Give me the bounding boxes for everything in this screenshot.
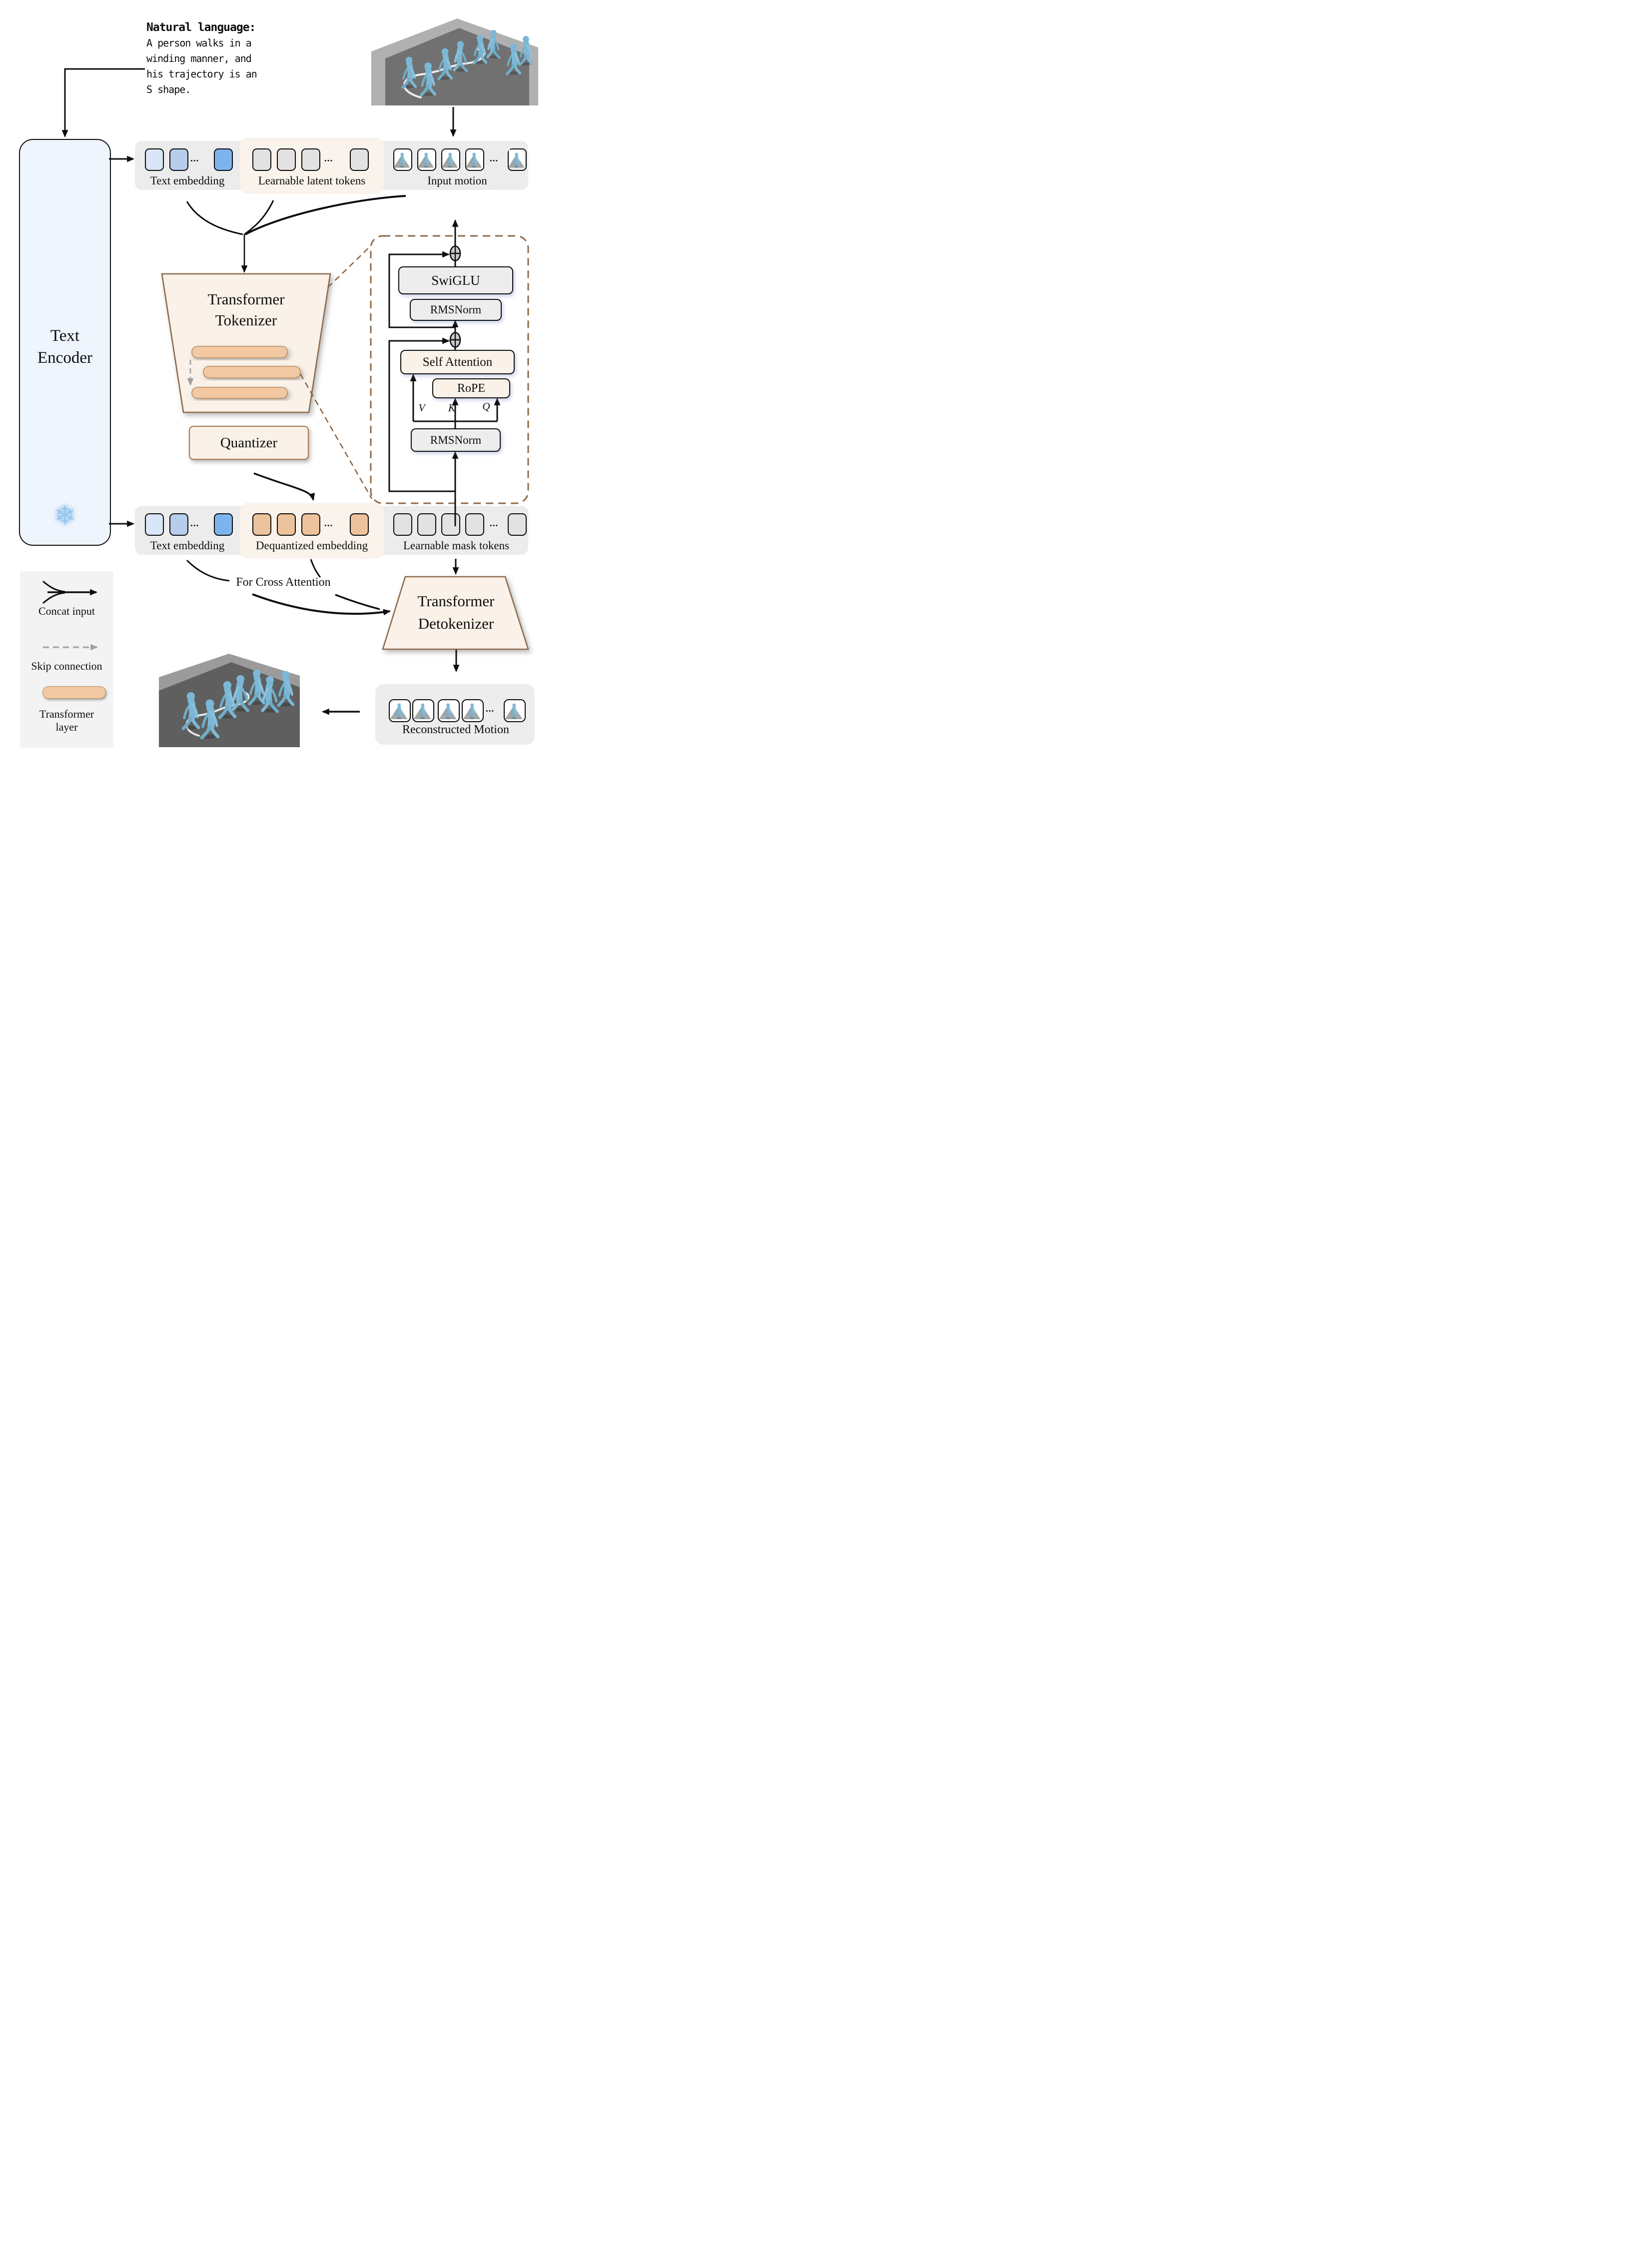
input-motion-scene	[368, 12, 540, 106]
ellipsis: ...	[190, 518, 199, 529]
input-motion-label: Input motion	[427, 174, 487, 187]
concat-curve	[245, 195, 406, 235]
motion-frame-token	[393, 148, 412, 171]
reconstructed-motion-scene	[159, 650, 300, 747]
cross-attention-curve	[310, 559, 321, 578]
tokenizer-title: Transformer Tokenizer	[207, 290, 285, 329]
latent-token	[252, 148, 271, 171]
swiglu-box: SwiGLU	[398, 266, 513, 294]
ellipsis: ...	[324, 518, 333, 529]
text-embedding-token	[169, 513, 188, 536]
text-embedding-token	[145, 148, 164, 171]
legend-layer-label: Transformer layer	[39, 708, 94, 733]
prompt-heading: Natural language:	[146, 21, 256, 34]
v-label: V	[418, 402, 425, 414]
text-embedding-token	[169, 148, 188, 171]
reconstructed-frame	[389, 699, 411, 722]
cross-attention-note: For Cross Attention	[236, 576, 331, 589]
latent-tokens-label: Learnable latent tokens	[258, 174, 366, 187]
detail-leader-line	[299, 373, 373, 499]
concat-curve	[186, 201, 243, 235]
ellipsis: ...	[190, 153, 199, 164]
motion-frame-token	[465, 148, 484, 171]
cross-attention-arrow	[252, 593, 391, 616]
rmsnorm-bottom-box: RMSNorm	[411, 428, 501, 452]
text-embedding-label: Text embedding	[150, 174, 225, 187]
quantizer-to-dequantized-arrow	[253, 472, 315, 501]
legend-panel	[20, 571, 113, 748]
prompt-to-encoder-arrow	[61, 68, 145, 138]
dequantized-label: Dequantized embedding	[255, 539, 368, 552]
self-attention-box: Self Attention	[400, 350, 515, 374]
rope-box: RoPE	[432, 378, 510, 398]
k-label: K	[448, 402, 455, 414]
latent-token	[301, 148, 320, 171]
ellipsis: ...	[490, 518, 499, 529]
latent-token	[277, 148, 296, 171]
motion-frame-token	[417, 148, 436, 171]
prompt-line: his trajectory is an	[146, 68, 257, 80]
quantizer-box: Quantizer	[189, 426, 309, 460]
reconstructed-motion-label: Reconstructed Motion	[402, 723, 509, 736]
mask-token	[508, 513, 527, 536]
transformer-layer-bar	[191, 387, 288, 399]
latent-token	[350, 148, 369, 171]
reconstructed-frame	[412, 699, 434, 722]
figure-canvas: Natural language: A person walks in a wi…	[0, 0, 551, 749]
cross-attention-curve	[335, 594, 380, 610]
mask-token	[393, 513, 412, 536]
reconstructed-frame	[438, 699, 460, 722]
sum-node	[449, 332, 461, 348]
dequantized-token	[277, 513, 296, 536]
dequantized-token	[301, 513, 320, 536]
prompt-line: winding manner, and	[146, 52, 252, 64]
detail-leader-line	[327, 245, 371, 288]
detokenizer-title: Transformer Detokenizer	[417, 592, 495, 632]
reconstructed-frame	[462, 699, 484, 722]
text-embedding-token	[214, 148, 233, 171]
transformer-layer-bar	[191, 346, 288, 358]
ellipsis: ...	[490, 153, 499, 164]
transformer-layer-bar	[203, 366, 301, 378]
dequantized-token	[252, 513, 271, 536]
motion-frame-token	[441, 148, 460, 171]
prompt-line: A person walks in a	[146, 37, 252, 49]
motion-frame-token	[508, 148, 527, 171]
text-embedding-label: Text embedding	[150, 539, 225, 552]
snowflake-frozen-icon: ❄	[54, 502, 76, 530]
legend-concat-label: Concat input	[38, 605, 95, 617]
prompt-line: S shape.	[146, 83, 191, 95]
natural-language-prompt: Natural language: A person walks in a wi…	[146, 20, 291, 97]
mask-token	[417, 513, 436, 536]
mask-token	[465, 513, 484, 536]
dequantized-token	[350, 513, 369, 536]
mask-token	[441, 513, 460, 536]
reconstructed-frame	[504, 699, 526, 722]
sum-node	[449, 245, 461, 261]
legend-skip-label: Skip connection	[31, 660, 102, 672]
concat-curve	[244, 200, 274, 235]
text-embedding-token	[214, 513, 233, 536]
q-label: Q	[482, 400, 490, 412]
ellipsis: ...	[324, 153, 333, 164]
text-embedding-token	[145, 513, 164, 536]
legend-transformer-layer-swatch	[42, 686, 106, 699]
text-encoder-label: Text Encoder	[37, 327, 92, 367]
text-encoder-block: Text Encoder ❄	[19, 139, 111, 546]
mask-tokens-label: Learnable mask tokens	[403, 539, 510, 552]
rmsnorm-top-box: RMSNorm	[410, 299, 502, 321]
ellipsis: ...	[486, 704, 495, 714]
